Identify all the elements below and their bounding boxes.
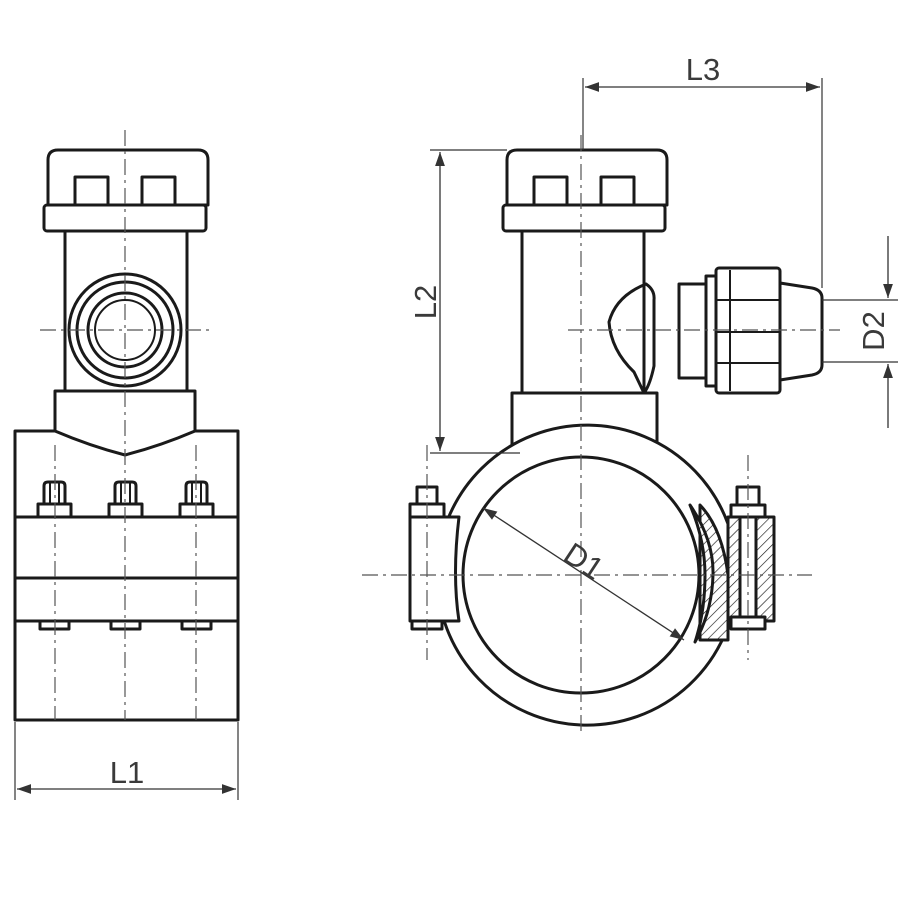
side-cap: [501, 148, 669, 233]
dimension-l2: L2: [408, 149, 520, 454]
l3-label: L3: [686, 52, 720, 87]
l1-label: L1: [110, 755, 144, 790]
front-view: L1: [13, 130, 240, 800]
dimension-l3: L3: [582, 52, 823, 288]
dimension-l1: L1: [14, 722, 239, 800]
dimension-d2: D2: [822, 236, 898, 428]
front-saddle-body: [13, 429, 240, 722]
front-cap: [42, 148, 210, 233]
front-centerlines: [40, 130, 210, 720]
side-view: L2 L3 D2 D1: [362, 52, 898, 735]
l2-label: L2: [408, 285, 443, 319]
side-clamp-ear-left: [408, 515, 461, 623]
d2-label: D2: [856, 311, 891, 351]
side-bolt-right: [729, 485, 767, 631]
side-compression-fitting: [677, 266, 824, 395]
side-outlet-boss: [607, 282, 648, 395]
